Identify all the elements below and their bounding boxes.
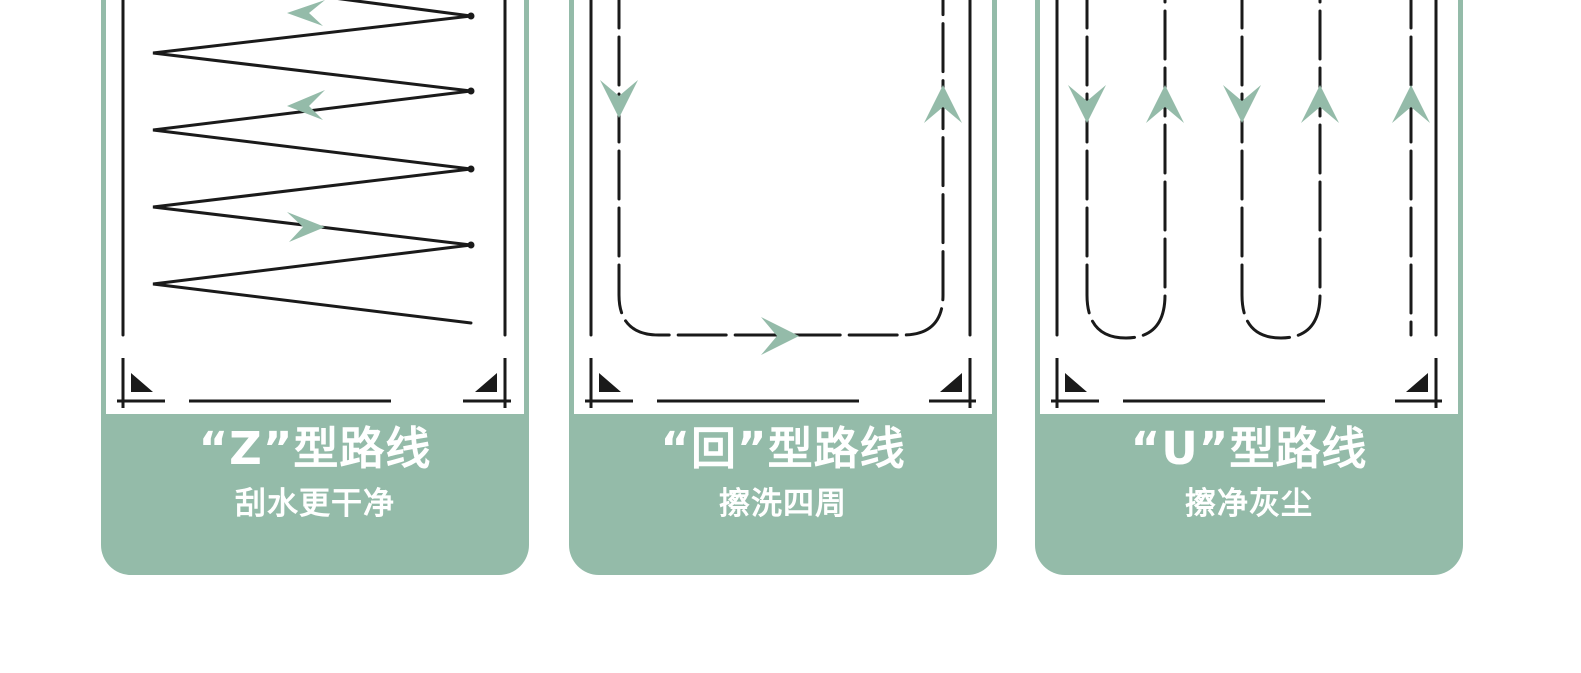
zigzag-route-line [152,0,473,325]
arrow-up-icon [1146,85,1184,123]
route-caption: “回”型路线 擦洗四周 [569,420,997,526]
window-bottom-frame [1051,358,1442,408]
arrow-right-icon [287,212,325,242]
route-subtitle: 擦洗四周 [719,486,847,522]
arrow-down-icon [1223,85,1261,123]
diagram-panel [1040,0,1458,414]
corner-triangle-icon [599,373,621,392]
arrow-up-icon [1301,85,1339,123]
zigzag-path-diagram [117,0,511,408]
u-route-line [1085,0,1167,340]
corner-triangle-icon [1065,373,1087,392]
diagram-panel [574,0,992,414]
route-caption: “U”型路线 擦净灰尘 [1035,420,1463,526]
route-title: “U”型路线 [1130,422,1368,475]
window-bottom-frame [117,358,511,408]
arrow-down-icon [600,80,638,118]
corner-triangle-icon [475,373,497,392]
window-bottom-frame [585,358,976,408]
direction-arrow-icons [287,0,325,242]
diagram-panel [106,0,524,414]
route-title: “回”型路线 [660,422,906,475]
arrow-right-icon [761,317,799,355]
route-card-z: “Z”型路线 刮水更干净 [101,0,529,575]
route-card-hui: “回”型路线 擦洗四周 [569,0,997,575]
corner-triangle-icon [1406,373,1428,392]
route-subtitle: 刮水更干净 [235,486,395,522]
arrow-up-icon [924,85,962,123]
corner-triangle-icon [131,373,153,392]
route-caption: “Z”型路线 刮水更干净 [101,420,529,526]
arrow-up-icon [1392,85,1430,123]
route-title: “Z”型路线 [198,422,432,475]
u-route-line [1240,0,1322,340]
arrow-down-icon [1068,85,1106,123]
route-subtitle: 擦净灰尘 [1185,486,1313,522]
arrow-left-icon [287,0,325,26]
u-path-diagram [1051,0,1442,408]
corner-triangle-icon [940,373,962,392]
route-card-u: “U”型路线 擦净灰尘 [1035,0,1463,575]
loop-route-line [617,0,945,337]
direction-arrow-icons [600,80,962,355]
direction-arrow-icons [1068,85,1430,123]
loop-path-diagram [585,0,976,408]
arrow-left-icon [287,90,325,120]
